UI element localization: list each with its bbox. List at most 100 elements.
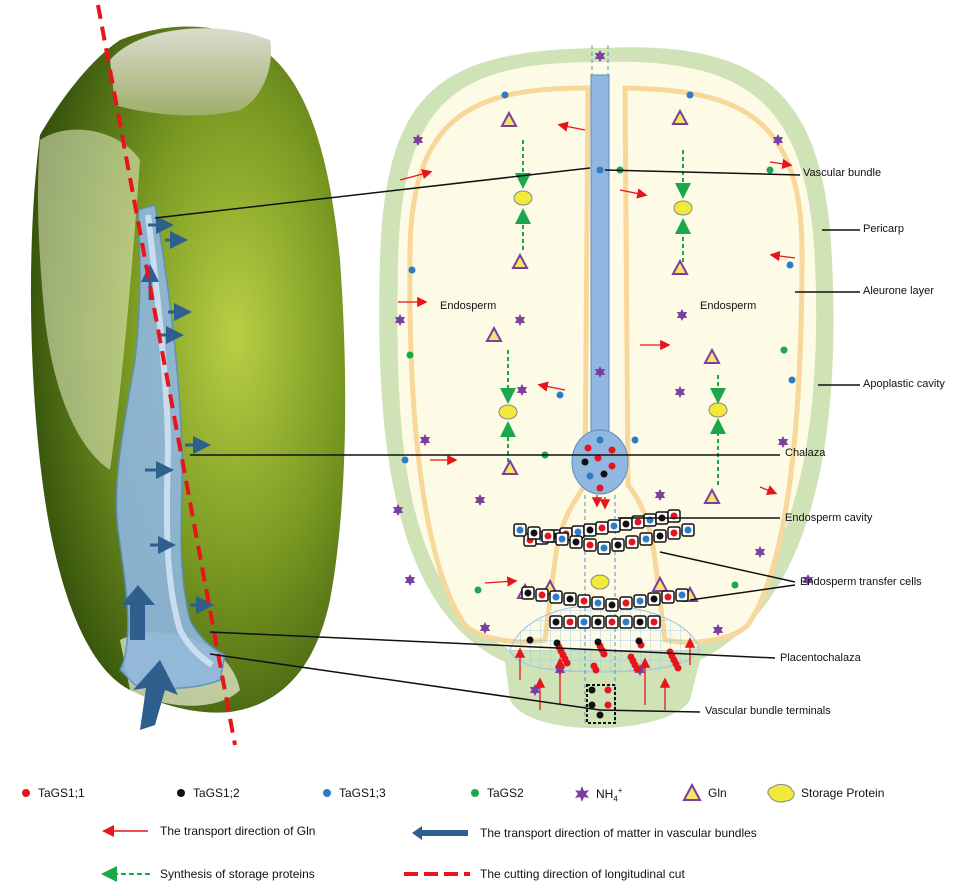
label-endosperm-transfer-cells: Endosperm transfer cells (800, 576, 922, 588)
label-pericarp: Pericarp (863, 223, 904, 235)
transfer-cell-dot (656, 532, 664, 540)
nh4-star (654, 489, 666, 501)
label-vascular-bundle: Vascular bundle (803, 167, 882, 179)
chalaza-dot (586, 472, 594, 480)
nh4-star (529, 684, 541, 696)
transfer-cell-dot (586, 526, 594, 534)
nh4-star (772, 134, 784, 146)
tags2-dot (780, 346, 788, 354)
gln-triangle (485, 325, 503, 342)
big-matter-arrow (133, 660, 178, 730)
transfer-cell-dot (622, 618, 630, 626)
transfer-cell-dot (552, 618, 560, 626)
nh4-star (754, 546, 766, 558)
transfer-cell-dot (634, 518, 642, 526)
nh4-star (516, 384, 528, 396)
gln-triangle (671, 258, 689, 275)
gln-triangle (501, 458, 519, 475)
cut-line (96, 4, 237, 746)
gln-triangle (703, 487, 721, 504)
legend-tags1-1: TaGS1;1 (38, 786, 85, 800)
grain-photo (30, 4, 346, 746)
chalaza-dot (584, 444, 592, 452)
nh4-star (479, 622, 491, 634)
gln-arrow (769, 250, 796, 262)
placenta-dot (590, 662, 598, 670)
transfer-cell-dot (558, 535, 566, 543)
transfer-cell-dot (608, 618, 616, 626)
gln-arrow (769, 158, 793, 169)
grain-top (110, 28, 271, 116)
storage-protein (513, 190, 533, 206)
gln-arrow (557, 121, 586, 132)
nh4-star (676, 309, 688, 321)
transfer-cell-dot (552, 593, 560, 601)
legend-matter-arrow (412, 826, 468, 840)
gln-arrow (399, 168, 433, 181)
legend-tags1-3-dot (323, 789, 331, 797)
legend-gln-triangle (682, 782, 702, 801)
gln-triangle (703, 347, 721, 364)
schematic (154, 45, 860, 729)
placenta-dot (553, 639, 561, 647)
transfer-cell-dot (580, 597, 588, 605)
tags2-dot (731, 581, 739, 589)
transfer-cell-dot (670, 529, 678, 537)
legend-tags1-3: TaGS1;3 (339, 786, 386, 800)
transfer-cell-dot (574, 528, 582, 536)
transfer-cell-dot (594, 599, 602, 607)
placenta-dot (526, 636, 534, 644)
legend-nh4: NH4+ (596, 786, 623, 804)
grain-left-highlight (37, 129, 140, 470)
legend-storage-protein (767, 783, 795, 803)
storage-protein (708, 402, 728, 418)
transfer-cell-dot (664, 593, 672, 601)
tags1-3-dot (788, 376, 796, 384)
gln-arrow (759, 485, 778, 495)
nh4-star (777, 436, 789, 448)
placenta-dot (666, 648, 674, 656)
legend-synthesis: Synthesis of storage proteins (160, 867, 315, 881)
gln-triangle (671, 108, 689, 125)
transfer-cell-dot (684, 526, 692, 534)
tags1-3-dot (501, 91, 509, 99)
tags2-dot (406, 351, 414, 359)
chalaza-dot (596, 484, 604, 492)
storage-protein (673, 200, 693, 216)
chalaza-dot (608, 462, 616, 470)
placenta-dot (635, 637, 643, 645)
legend-tags1-1-dot (22, 789, 30, 797)
chalaza-dot (581, 458, 589, 466)
terminal-dot (588, 686, 596, 694)
transfer-cell-dot (642, 535, 650, 543)
transfer-cell-dot (622, 520, 630, 528)
label-chalaza: Chalaza (785, 447, 826, 459)
transfer-cell-dot (598, 524, 606, 532)
vascular-terminal-box (586, 684, 616, 724)
label-endosperm-cavity: Endosperm cavity (785, 512, 873, 524)
label-aleurone-layer: Aleurone layer (863, 285, 934, 297)
transfer-cell-dot (636, 597, 644, 605)
leader-lines (154, 167, 860, 713)
storage-protein (498, 404, 518, 420)
tags2-dot (766, 166, 774, 174)
legend-tags2-dot (471, 789, 479, 797)
chalaza-dot (596, 436, 604, 444)
label-placentochalaza: Placentochalaza (780, 652, 861, 664)
transfer-cell-dot (566, 595, 574, 603)
mid-matter-arrow (121, 585, 155, 640)
transfer-cell-dot (608, 601, 616, 609)
transfer-cell-dot (516, 526, 524, 534)
transfer-cell-dot (566, 618, 574, 626)
terminal-dot (604, 686, 612, 694)
label-apoplastic-cavity: Apoplastic cavity (863, 378, 945, 390)
nh4-star (674, 386, 686, 398)
transfer-cell-dot (628, 538, 636, 546)
chalaza-dot (600, 470, 608, 478)
nh4-star (404, 574, 416, 586)
nh4-star (474, 494, 486, 506)
transfer-cell-dot (524, 589, 532, 597)
legend-symbols (22, 782, 795, 882)
legend-cutting: The cutting direction of longitudinal cu… (480, 867, 685, 881)
